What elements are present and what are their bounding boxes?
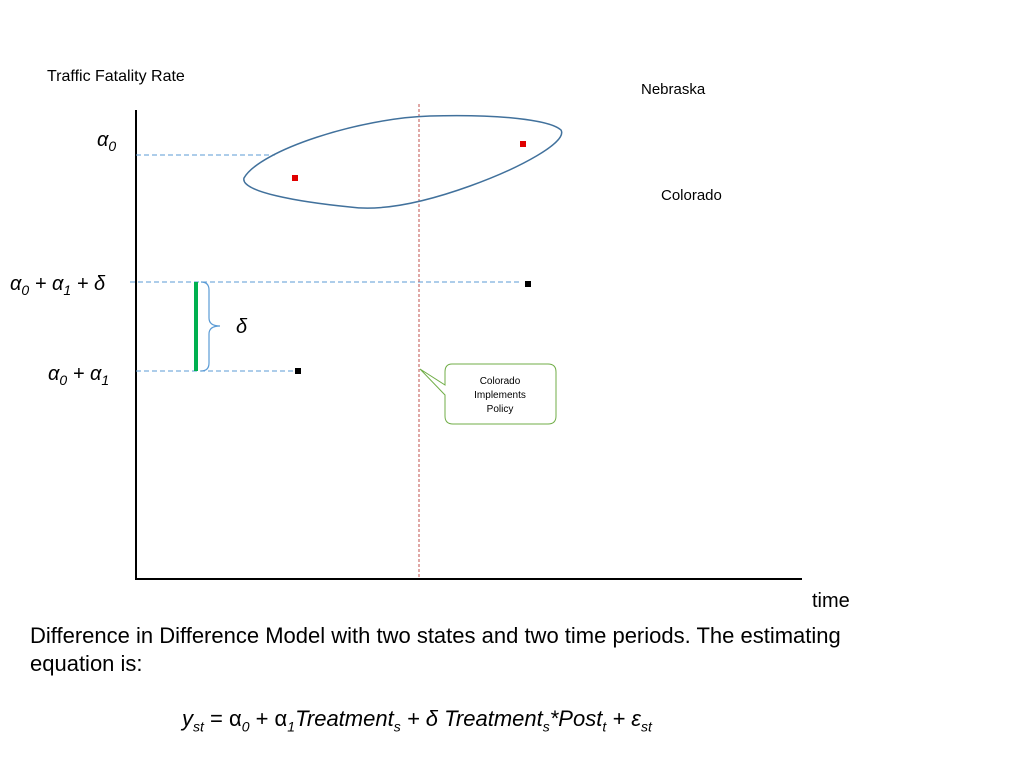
nebraska-point-post [520, 141, 526, 147]
label-alpha0-alpha1-delta: α0 + α1 + δ [10, 273, 106, 298]
label-alpha0-alpha1: α0 + α1 [48, 363, 109, 388]
label-alpha0: α0 [97, 129, 116, 154]
eq-y: y [182, 706, 193, 731]
colorado-label: Colorado [661, 187, 722, 204]
eq-treat2-sub: s [542, 718, 550, 735]
caption: Difference in Difference Model with two … [30, 623, 841, 676]
callout-line-2: Implements [474, 390, 526, 401]
callout-line-1: Colorado [480, 376, 521, 387]
eq-eps-sub: st [640, 718, 652, 735]
y-axis-title: Traffic Fatality Rate [47, 68, 185, 85]
eq-post-sub: t [602, 718, 607, 735]
colorado-point-post [525, 281, 531, 287]
delta-brace [200, 281, 221, 372]
callout-line-3: Policy [487, 404, 514, 415]
eq-post: *Post [549, 706, 603, 731]
nebraska-label: Nebraska [641, 81, 706, 98]
eq-treat1-sub: s [393, 718, 401, 735]
estimating-equation: yst = α0 + α1Treatments + δ Treatments*P… [182, 706, 652, 734]
eq-delta-treat: + δ Treatment [400, 706, 543, 731]
nebraska-point-pre [292, 175, 298, 181]
eq-eps: + ε [606, 706, 641, 731]
policy-callout [419, 363, 557, 425]
eq-y-sub: st [193, 718, 204, 735]
nebraska-ellipse [243, 114, 563, 209]
colorado-point-pre [295, 368, 301, 374]
eq-a1-sub: 1 [287, 718, 296, 735]
eq-a0: = α [203, 706, 242, 731]
x-axis-title: time [812, 590, 850, 612]
delta-label: δ [236, 316, 248, 338]
eq-a1: + α [249, 706, 288, 731]
eq-treat1: Treatment [295, 706, 394, 731]
eq-a0-sub: 0 [241, 718, 250, 735]
